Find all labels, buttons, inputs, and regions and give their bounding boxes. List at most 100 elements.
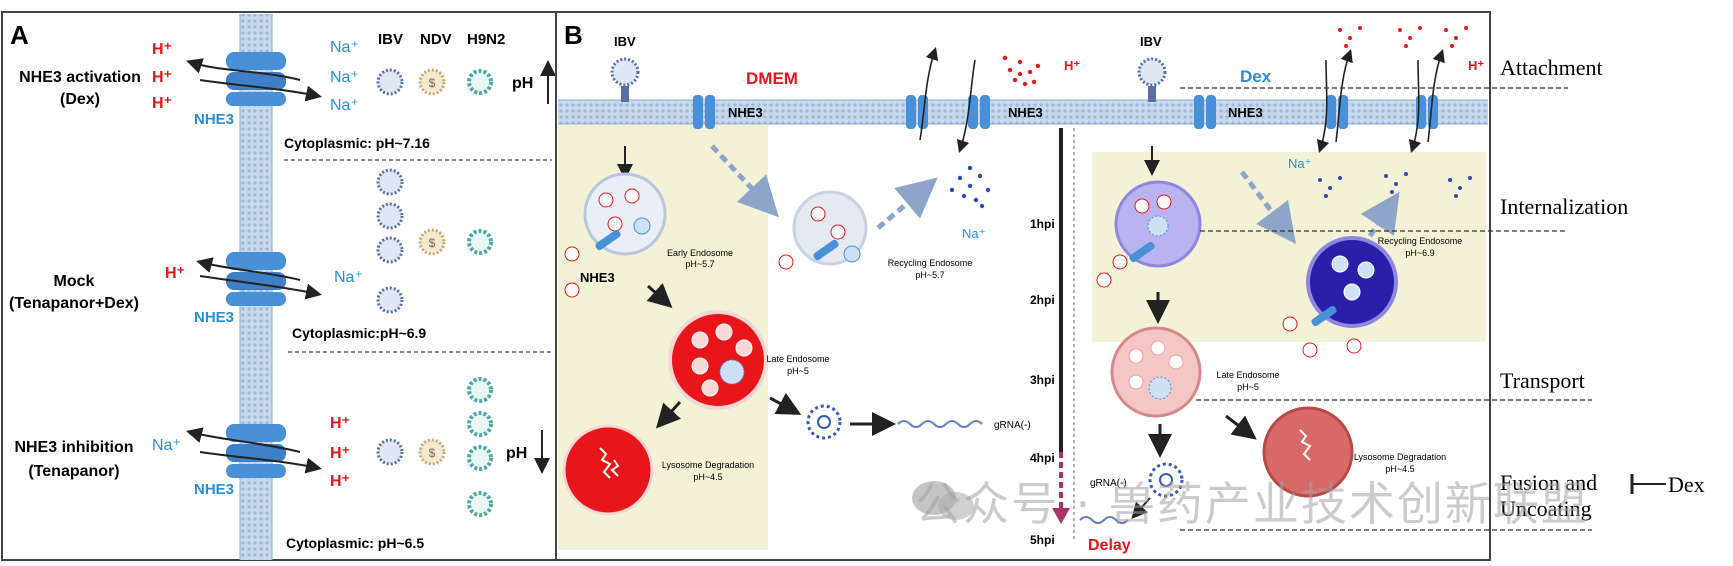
virus-header-ndv: NDV	[420, 31, 452, 48]
na-ion-cluster	[949, 165, 991, 209]
ibv-virion	[376, 202, 404, 230]
ibv-attached	[1137, 57, 1167, 102]
na-ion: Na⁺	[334, 269, 363, 286]
panel-b-letter: B	[564, 20, 583, 50]
lysosome-ph: pH~4.5	[1385, 464, 1414, 474]
panel-b: B IBV DMEM NHE3 NHE3	[555, 11, 1592, 561]
dex-inhibitor-label: Dex	[1668, 472, 1705, 497]
h-ion-cluster	[1338, 26, 1468, 48]
lysosome-label: Lysosome Degradation	[662, 460, 754, 470]
h-ion: H⁺	[330, 445, 350, 462]
timeline-tick: 4hpi	[1030, 451, 1055, 465]
h-ion: H⁺	[165, 265, 185, 282]
grna-strand	[1079, 516, 1129, 524]
ibv-virion	[376, 438, 404, 466]
nhe3-label: NHE3	[1008, 105, 1043, 120]
late-endosome-label: Late Endosome	[1216, 370, 1279, 380]
ph-label: pH	[512, 75, 533, 92]
na-ion: Na⁺	[330, 69, 359, 86]
stage-fusion-uncoating: Fusion and Uncoating	[1500, 470, 1603, 521]
late-endosome-ph: pH~5	[1237, 382, 1259, 392]
virus-header-h9n2: H9N2	[467, 31, 505, 48]
stage-internalization: Internalization	[1500, 194, 1628, 219]
h-ion-cluster	[1002, 55, 1041, 87]
recycling-endosome-ph: pH~5.7	[915, 270, 944, 280]
early-endosome-ph: pH~5.7	[685, 259, 714, 269]
stage-labels: Attachment Internalization Transport Fus…	[1500, 55, 1705, 521]
dex-label: Dex	[1240, 67, 1272, 86]
virus-header-ibv: IBV	[378, 31, 403, 48]
ibv-virion	[376, 168, 404, 196]
nhe3-channel	[1194, 95, 1216, 129]
h-ion: H⁺	[1468, 58, 1484, 73]
late-endosome-right	[1110, 326, 1202, 418]
watermark-text: 公众号 · 兽药产业技术创新联盟	[915, 477, 1589, 531]
uncoated-virion-right	[1148, 462, 1184, 498]
row-subtitle: (Tenapanor)	[28, 463, 119, 480]
wechat-watermark-icon	[912, 481, 974, 520]
recycling-endosome-label: Recycling Endosome	[1378, 236, 1463, 246]
nhe3-label: NHE3	[728, 105, 763, 120]
cytoplasmic-ph: Cytoplasmic: pH~6.5	[286, 535, 424, 551]
h9n2-virion	[467, 411, 493, 437]
nhe3-label: NHE3	[194, 481, 234, 498]
h9n2-virion	[467, 377, 493, 403]
h-ion: H⁺	[1064, 58, 1080, 73]
lysosome-right	[1262, 406, 1354, 498]
nhe3-label: NHE3	[580, 270, 615, 285]
panel-a-letter: A	[10, 20, 29, 50]
nhe3-channel	[226, 424, 286, 478]
svg-text:$: $	[429, 446, 436, 460]
early-endosome-right	[1114, 180, 1202, 268]
h-ion: H⁺	[330, 415, 350, 432]
ibv-virion	[376, 236, 404, 264]
na-ion: Na⁺	[962, 226, 985, 241]
timeline-tick: 3hpi	[1030, 373, 1055, 387]
h9n2-virion	[467, 69, 493, 95]
lysosome-label: Lysosome Degradation	[1354, 452, 1446, 462]
ndv-virion: $	[418, 438, 446, 466]
lysosome-ph: pH~4.5	[693, 472, 722, 482]
nhe3-channel	[906, 95, 990, 129]
ibv-label: IBV	[614, 34, 636, 49]
panel-a: A NHE3 activation (Dex) H⁺ H⁺ H⁺ NHE3 Na…	[1, 11, 558, 561]
recycling-endosome-ph: pH~6.9	[1405, 248, 1434, 258]
recycling-endosome-label: Recycling Endosome	[888, 258, 973, 268]
row-title: NHE3 activation	[19, 69, 141, 86]
h9n2-virion	[467, 445, 493, 471]
na-ion: Na⁺	[330, 39, 359, 56]
grna-label: gRNA(-)	[994, 420, 1031, 431]
h-ion: H⁺	[152, 41, 172, 58]
na-ion: Na⁺	[330, 97, 359, 114]
nhe3-label: NHE3	[1228, 105, 1263, 120]
row-mock: Mock (Tenapanor+Dex) H⁺ NHE3 Na⁺ $ Cytop…	[9, 168, 552, 353]
nhe3-channel	[226, 52, 286, 106]
nhe3-channel	[226, 252, 286, 306]
uncoated-virion-left	[806, 404, 842, 440]
svg-text:$: $	[429, 236, 436, 250]
h9n2-virion	[467, 229, 493, 255]
cytoplasmic-ph: Cytoplasmic: pH~7.16	[284, 135, 430, 151]
late-endosome-left	[668, 310, 768, 410]
nhe3-channel	[693, 95, 715, 129]
early-endosome	[583, 172, 667, 256]
grna-strand	[897, 420, 983, 428]
nhe3-label: NHE3	[194, 111, 234, 128]
stage-transport: Transport	[1500, 368, 1585, 393]
cytoplasmic-ph: Cytoplasmic:pH~6.9	[292, 325, 426, 341]
grna-label: gRNA(-)	[1090, 478, 1127, 489]
recycling-endosome-left	[792, 190, 868, 266]
timeline-tick: 1hpi	[1030, 217, 1055, 231]
ibv-virion	[376, 286, 404, 314]
h-ion: H⁺	[152, 69, 172, 86]
dmem-label: DMEM	[746, 69, 798, 88]
ibv-attached	[610, 57, 640, 102]
h-ion: H⁺	[152, 95, 172, 112]
early-endosome-label: Early Endosome	[667, 248, 733, 258]
ndv-virion: $	[418, 68, 446, 96]
timeline-tick: 5hpi	[1030, 533, 1055, 547]
row-subtitle: (Tenapanor+Dex)	[9, 295, 139, 312]
lysosome-left	[562, 424, 654, 516]
late-endosome-ph: pH~5	[787, 366, 809, 376]
